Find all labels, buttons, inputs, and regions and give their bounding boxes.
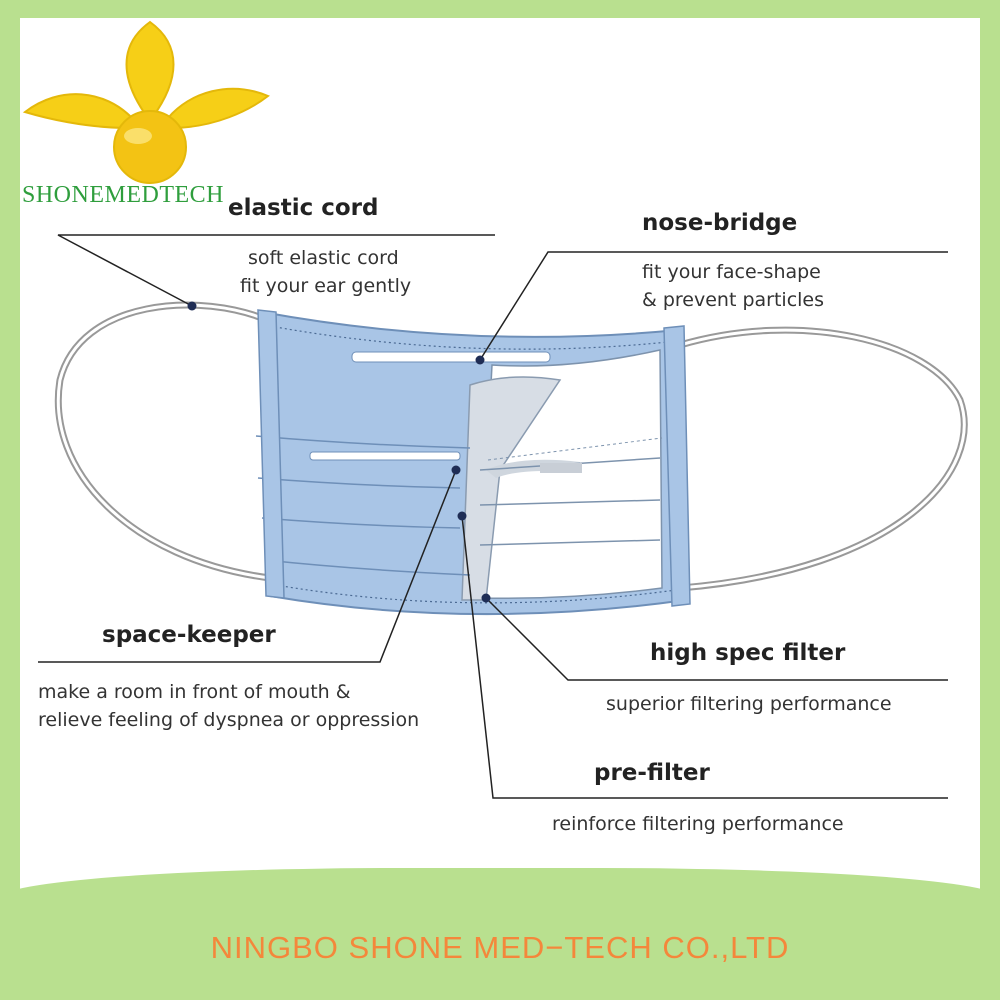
pre-filter-title: pre-filter: [594, 760, 710, 786]
company-name: NINGBO SHONE MED−TECH CO.,LTD: [210, 930, 790, 965]
space-keeper-dot: [451, 465, 461, 475]
pre-filter-desc: reinforce filtering performance: [552, 813, 844, 835]
nose-bridge-desc-1: fit your face-shape: [642, 261, 821, 283]
nose-bridge-title: nose-bridge: [642, 210, 798, 236]
high-spec-filter-dot: [481, 593, 491, 603]
space-keeper-desc-2: relieve feeling of dyspnea or oppression: [38, 709, 420, 731]
pre-filter-dot: [457, 511, 467, 521]
nose-bridge-wire: [351, 351, 551, 363]
leader-lines: [38, 234, 948, 799]
space-keeper-desc-1: make a room in front of mouth &: [38, 681, 351, 703]
elastic-cord-title: elastic cord: [228, 195, 379, 221]
elastic-cord-dot: [187, 301, 197, 311]
elastic-cord-desc-1: soft elastic cord: [248, 247, 399, 269]
mask-pleats: [255, 435, 471, 576]
footer-band: [0, 868, 1000, 1000]
brand-logo-text: SHONEMEDTECH: [22, 182, 224, 208]
nose-bridge-desc-2: & prevent particles: [642, 289, 825, 311]
nose-bridge-dot: [475, 355, 485, 365]
high-spec-filter-title: high spec filter: [650, 640, 846, 666]
right-ear-loop: [679, 326, 968, 592]
logo-leaves-icon: [22, 20, 270, 184]
elastic-cord-desc-2: fit your ear gently: [240, 275, 412, 297]
high-spec-filter-desc: superior filtering performance: [606, 693, 892, 715]
space-keeper-title: space-keeper: [102, 622, 276, 648]
left-ear-loop: [54, 301, 274, 582]
